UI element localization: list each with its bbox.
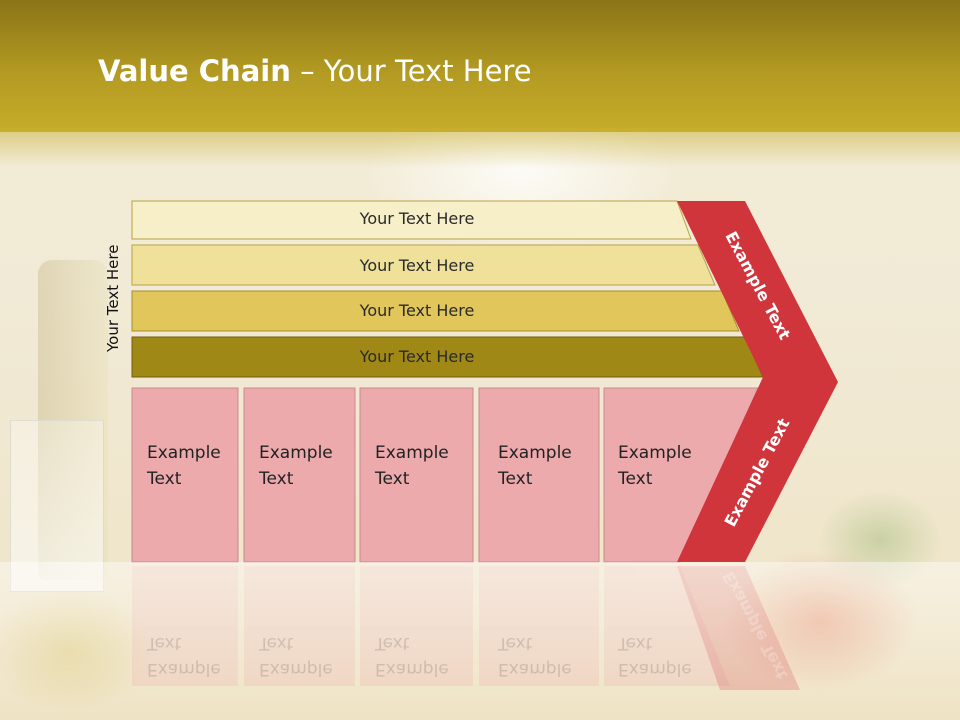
bar-3-label: Your Text Here bbox=[359, 301, 475, 320]
bar-3[interactable] bbox=[131, 290, 740, 332]
box-4-label-reflection: Example Text bbox=[498, 633, 572, 679]
box-2-label-reflection: Example Text bbox=[259, 633, 333, 679]
box-2-label: Example Text bbox=[259, 443, 333, 489]
box-4-label: Example Text bbox=[498, 443, 572, 489]
title-banner bbox=[0, 0, 960, 132]
box-4[interactable] bbox=[478, 387, 600, 563]
box-1-label-reflection: Example Text bbox=[147, 633, 221, 679]
bar-1-label: Your Text Here bbox=[359, 209, 475, 228]
banner-fade bbox=[0, 128, 960, 168]
box-3-label-reflection: Example Text bbox=[375, 633, 449, 679]
slide-title: Value Chain – Your Text Here bbox=[98, 54, 532, 94]
bar-2-label: Your Text Here bbox=[359, 256, 475, 275]
bar-2[interactable] bbox=[131, 244, 716, 286]
box-5-label: Example Text bbox=[618, 443, 692, 489]
box-3[interactable] bbox=[359, 387, 474, 563]
bar-4-label: Your Text Here bbox=[359, 347, 475, 366]
slide-title-bold: Value Chain bbox=[98, 54, 291, 88]
box-1[interactable] bbox=[131, 387, 239, 563]
reflection-fade bbox=[0, 562, 960, 720]
box-2[interactable] bbox=[243, 387, 356, 563]
value-chevron-arrow[interactable] bbox=[677, 201, 838, 562]
box-1-label: Example Text bbox=[147, 443, 221, 489]
box-3-label: Example Text bbox=[375, 443, 449, 489]
box-5-label-reflection: Example Text bbox=[618, 633, 692, 679]
slide-title-rest: – Your Text Here bbox=[290, 54, 532, 88]
bar-1[interactable] bbox=[131, 200, 692, 240]
